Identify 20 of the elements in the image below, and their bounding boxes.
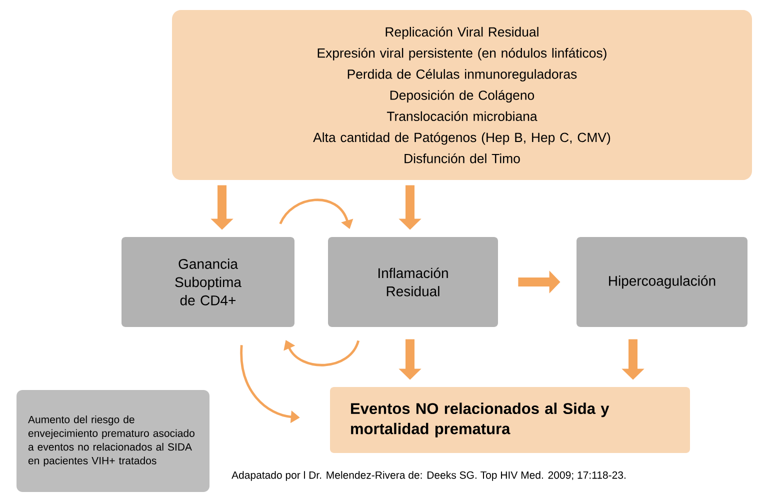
node-label: Deposición de Colágeno [390,90,534,103]
node-label: Hipercoagulación [609,275,716,289]
process-box [328,237,498,327]
node-label: Inflamación Residual [378,268,448,296]
outcome-box [330,387,690,453]
arrow [284,340,360,366]
node-label: Alta cantidad de Patógenos (Hep B, Hep C, CMV) [313,132,610,145]
node-label: Replicación Viral Residual [386,26,538,40]
node-label: Perdida de Células inmunoreguladoras [348,68,577,82]
process-box [576,237,748,327]
note-box [16,390,210,492]
node-label: Disfunción del Timo [404,153,520,164]
node-label: Aumento del riesgo de envejecimiento prematuro asociado a eventos no relacionados al SIDA en pacientes VIH+ tratados [28,416,194,466]
cause-box [172,10,752,180]
source-note: Adapatado por l Dr. Melendez-Rivera de: Deeks SG. Top HIV Med. 2009; 17:118-23. [232,471,626,481]
node-label: Eventos NO relacionados al Sida y mortalidad prematura [351,402,610,438]
node-label: Ganancia Suboptima de CD4+ [175,258,242,306]
node-label: Translocación microbiana [386,111,538,122]
node-label: Expresión viral persistente (en nódulos linfáticos) [318,48,606,60]
process-box [122,237,294,327]
